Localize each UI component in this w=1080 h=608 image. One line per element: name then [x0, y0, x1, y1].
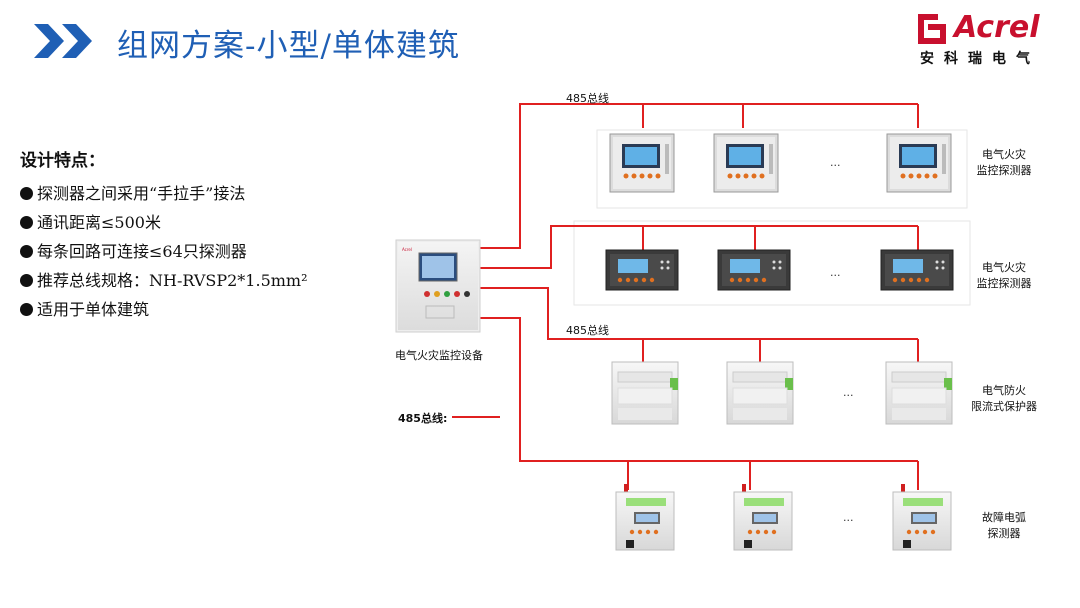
row-1-label: 电气火灾 监控探测器 — [976, 148, 1032, 177]
row-4-devices — [615, 484, 952, 551]
bus-label-middle: 485总线 — [566, 324, 609, 337]
bullet-icon — [20, 187, 33, 200]
feature-item: 通讯距离≤500米 — [20, 208, 308, 237]
bus-label-top: 485总线 — [566, 92, 609, 105]
logo-word: Acrel — [954, 10, 1040, 45]
arc-fault-detector — [892, 484, 952, 551]
ellipsis: ... — [830, 156, 841, 169]
arc-fault-detector — [733, 484, 793, 551]
arc-fault-detector — [615, 484, 675, 551]
ellipsis: ... — [843, 386, 854, 399]
bus-row-3 — [480, 287, 918, 340]
logo-subtitle: 安科瑞电气 — [920, 51, 1040, 67]
fire-monitor-detector — [713, 133, 779, 193]
current-limiting-protector — [726, 361, 794, 425]
svg-text:Acrel: Acrel — [402, 247, 412, 252]
bullet-icon — [20, 303, 33, 316]
row-2-devices — [605, 249, 954, 291]
fire-monitor-detector — [880, 249, 954, 291]
row-4-label: 故障电弧 探测器 — [982, 511, 1026, 540]
bus-row-2 — [480, 225, 918, 269]
host-label: 电气火灾监控设备 — [395, 349, 483, 362]
fire-monitor-detector — [717, 249, 791, 291]
row-frames — [573, 129, 971, 306]
current-limiting-protector — [611, 361, 679, 425]
design-features: 设计特点： 探测器之间采用“手拉手”接法 通讯距离≤500米 每条回路可连接≤6… — [20, 146, 308, 324]
feature-item: 适用于单体建筑 — [20, 295, 308, 324]
features-title: 设计特点： — [20, 151, 105, 171]
bullet-icon — [20, 245, 33, 258]
fire-monitor-detector — [886, 133, 952, 193]
header: 组网方案-小型/单体建筑 Acrel 安科瑞电气 — [0, 0, 1080, 80]
bullet-icon — [20, 274, 33, 287]
feature-item: 推荐总线规格：NH-RVSP2*1.5mm² — [20, 266, 308, 295]
row-3-label: 电气防火 限流式保护器 — [971, 384, 1037, 413]
ellipsis: ... — [830, 266, 841, 279]
row-3-devices — [611, 361, 953, 425]
ellipsis: ... — [843, 511, 854, 524]
fire-monitor-detector — [605, 249, 679, 291]
host-cabinet: Acrel — [395, 239, 481, 333]
chevron-right-icon — [34, 24, 92, 58]
page-title: 组网方案-小型/单体建筑 — [117, 28, 460, 64]
row-1-devices — [609, 133, 952, 193]
bus-row-1 — [480, 103, 918, 249]
bus-row-4 — [480, 317, 918, 462]
row-2-label: 电气火灾 监控探测器 — [976, 261, 1032, 290]
acrel-logo: Acrel 安科瑞电气 — [912, 10, 1062, 70]
fire-monitor-detector — [609, 133, 675, 193]
bullet-icon — [20, 216, 33, 229]
logo-mark-icon — [918, 14, 946, 44]
feature-item: 每条回路可连接≤64只探测器 — [20, 237, 308, 266]
current-limiting-protector — [885, 361, 953, 425]
feature-item: 探测器之间采用“手拉手”接法 — [20, 179, 308, 208]
legend-label: 485总线: — [398, 412, 448, 425]
bus-lines — [452, 103, 919, 490]
